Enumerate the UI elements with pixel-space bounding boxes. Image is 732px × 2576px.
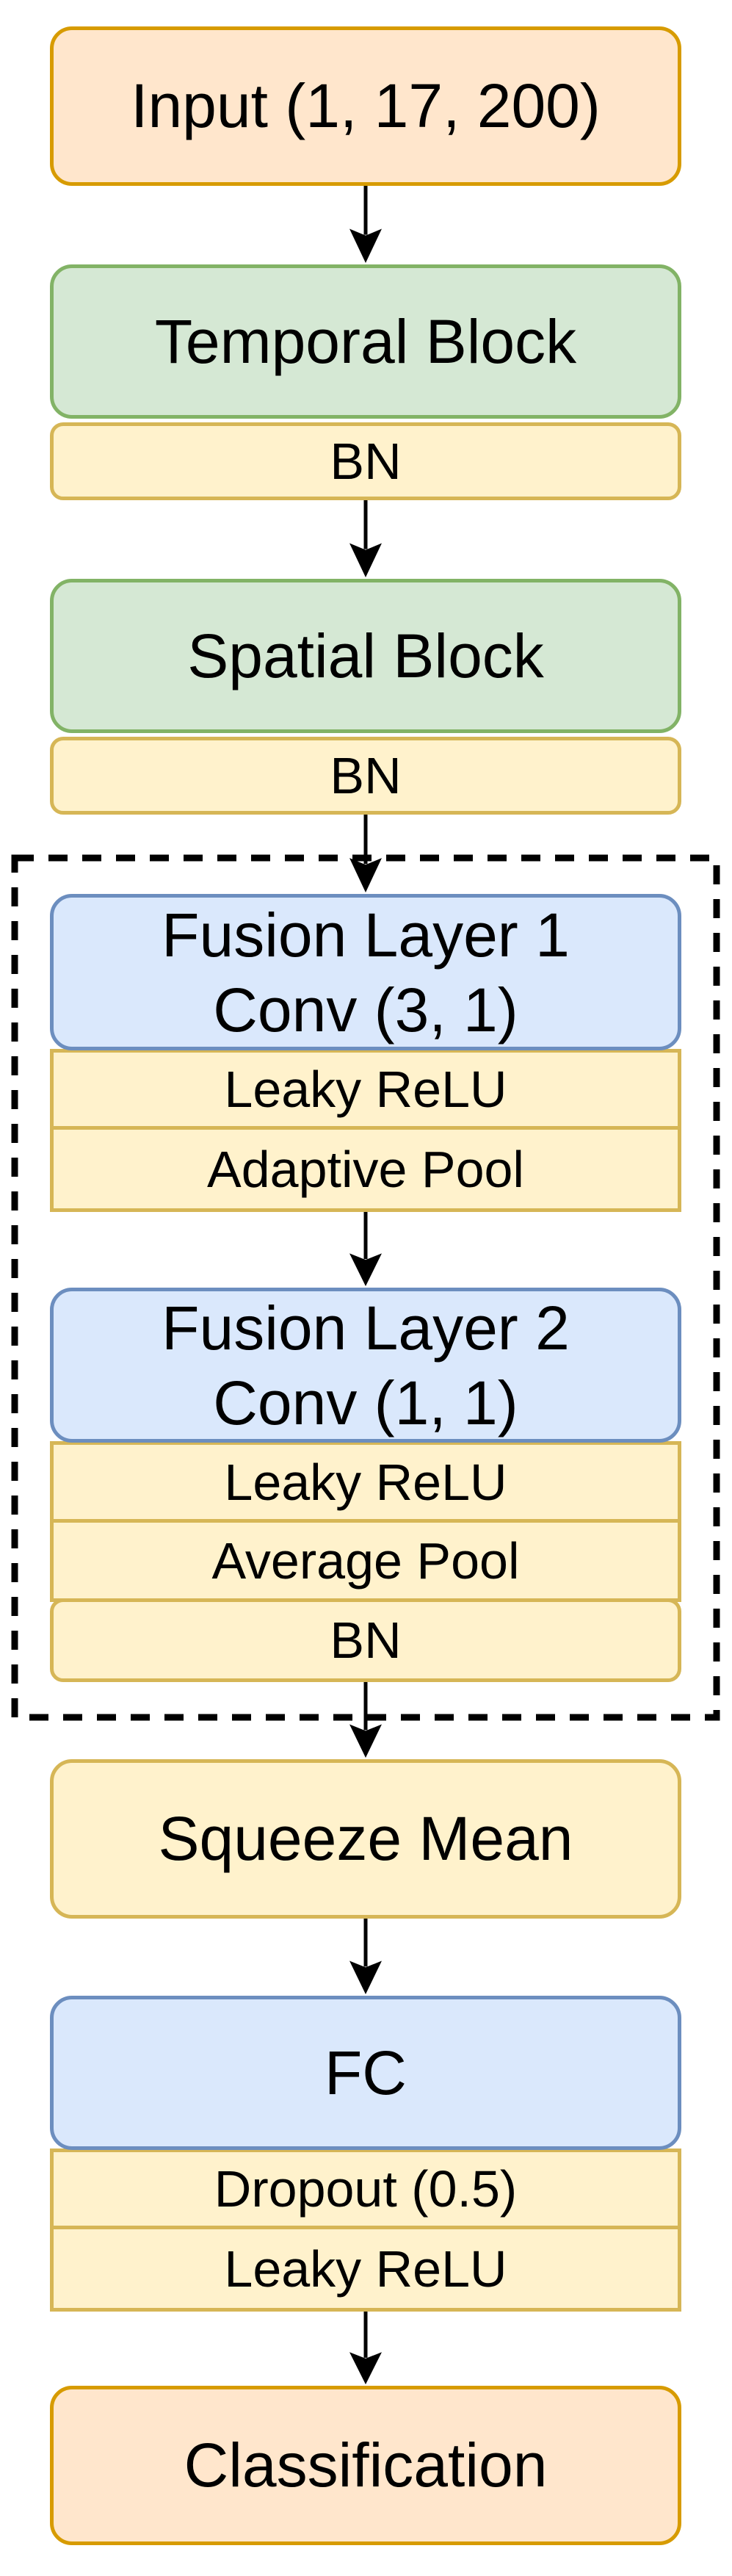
classification-box: Classification (50, 2386, 681, 2545)
fusion-layer-2-title: Fusion Layer 2 (162, 1293, 570, 1363)
adaptive-pool-label: Adaptive Pool (207, 1140, 524, 1198)
down-arrow-icon (349, 500, 382, 577)
spatial-block-box: Spatial Block (50, 579, 681, 733)
flow-arrow-2 (344, 500, 388, 579)
classification-label: Classification (184, 2431, 548, 2500)
average-pool-box: Average Pool (50, 1519, 681, 1602)
fusion-layer-1-conv: Conv (3, 1) (213, 975, 518, 1045)
leaky-relu-box-2: Leaky ReLU (50, 1441, 681, 1523)
adaptive-pool-box: Adaptive Pool (50, 1126, 681, 1212)
bn-box-2: BN (50, 737, 681, 815)
fc-box: FC (50, 1996, 681, 2150)
input-box: Input (1, 17, 200) (50, 26, 681, 186)
average-pool-label: Average Pool (211, 1531, 520, 1590)
down-arrow-icon (349, 186, 382, 263)
leaky-relu-label-3: Leaky ReLU (224, 2240, 507, 2298)
flow-arrow-7 (344, 2312, 388, 2386)
leaky-relu-box-3: Leaky ReLU (50, 2226, 681, 2312)
flow-arrow-3 (344, 815, 388, 894)
flow-arrow-1 (344, 186, 388, 264)
fusion-layer-2-conv: Conv (1, 1) (213, 1368, 518, 1437)
dropout-box: Dropout (0.5) (50, 2149, 681, 2229)
spatial-block-label: Spatial Block (187, 621, 544, 690)
bn-label-2: BN (330, 747, 402, 804)
leaky-relu-label-2: Leaky ReLU (224, 1453, 507, 1511)
bn-label-3: BN (330, 1612, 402, 1669)
down-arrow-icon (349, 815, 382, 892)
leaky-relu-label-1: Leaky ReLU (224, 1061, 507, 1118)
flow-arrow-5 (344, 1682, 388, 1759)
squeeze-mean-label: Squeeze Mean (158, 1804, 573, 1874)
down-arrow-icon (349, 1212, 382, 1287)
squeeze-mean-box: Squeeze Mean (50, 1759, 681, 1919)
down-arrow-icon (349, 1919, 382, 1995)
dropout-label: Dropout (0.5) (214, 2160, 518, 2218)
bn-box-1: BN (50, 422, 681, 500)
down-arrow-icon (349, 1682, 382, 1758)
fc-label: FC (325, 2038, 407, 2107)
fusion-layer-1-box: Fusion Layer 1 Conv (3, 1) (50, 894, 681, 1050)
fusion-layer-2-box: Fusion Layer 2 Conv (1, 1) (50, 1288, 681, 1443)
down-arrow-icon (349, 2312, 382, 2385)
input-label: Input (1, 17, 200) (131, 71, 601, 141)
temporal-block-box: Temporal Block (50, 264, 681, 419)
fusion-layer-1-title: Fusion Layer 1 (162, 900, 570, 970)
bn-label-1: BN (330, 433, 402, 490)
temporal-block-label: Temporal Block (154, 306, 577, 376)
flow-arrow-6 (344, 1919, 388, 1996)
flow-arrow-4 (344, 1212, 388, 1288)
bn-box-3: BN (50, 1598, 681, 1682)
leaky-relu-box-1: Leaky ReLU (50, 1049, 681, 1130)
